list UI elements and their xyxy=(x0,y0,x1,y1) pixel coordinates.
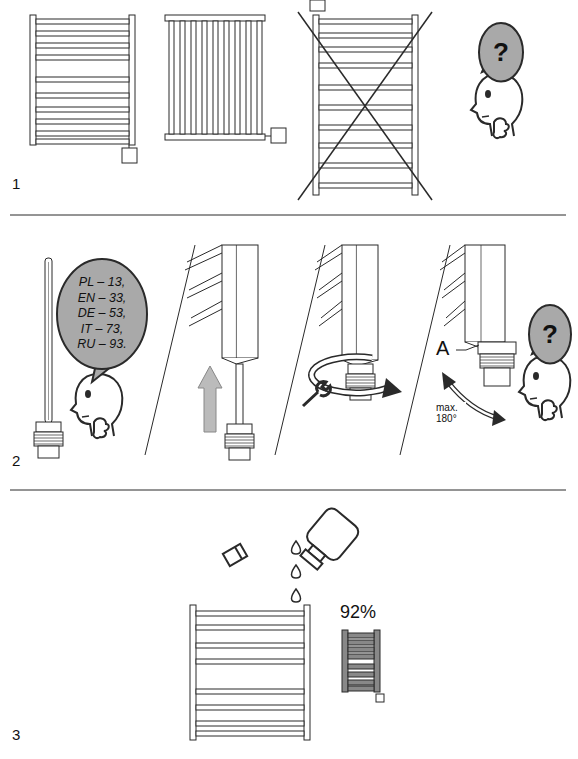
part-letter: A xyxy=(436,337,449,359)
wrench-symbol xyxy=(303,382,330,406)
section-divider xyxy=(10,490,566,491)
towel-radiator xyxy=(190,605,310,740)
thinking-face xyxy=(519,356,570,420)
towel-radiator xyxy=(30,15,135,145)
section-number: 1 xyxy=(12,176,20,193)
oil-drop xyxy=(292,565,301,578)
section-number: 2 xyxy=(12,453,20,470)
heater-stem xyxy=(129,145,130,148)
cross-line xyxy=(298,12,432,200)
fill-level: 92% xyxy=(340,603,376,623)
arrow-head xyxy=(442,372,456,390)
arrow-head xyxy=(492,410,506,426)
bubble-text: ? xyxy=(493,36,509,69)
leader-line xyxy=(456,345,479,350)
heater-box xyxy=(310,0,325,11)
heating-element xyxy=(45,258,52,423)
nut-fitting xyxy=(478,342,516,386)
bubble-text: ? xyxy=(542,318,558,351)
threaded-fitting xyxy=(34,422,63,458)
arrow-head xyxy=(382,378,402,398)
section-number: 3 xyxy=(12,727,20,744)
oil-drop xyxy=(292,541,301,554)
heater-box xyxy=(122,148,137,163)
angle-note: max. 180° xyxy=(436,402,466,424)
cross-line xyxy=(298,12,432,200)
heating-element xyxy=(236,364,243,426)
valve-cap xyxy=(223,544,247,566)
push-arrow xyxy=(198,366,222,432)
threaded-fitting xyxy=(225,424,254,460)
speech-bubble: ? xyxy=(478,22,524,83)
thinking-face xyxy=(71,374,122,438)
speech-bubble: PL – 13, EN – 33, DE – 53, IT – 73, RU –… xyxy=(56,258,148,370)
heater-box xyxy=(376,694,384,702)
oil-drop xyxy=(292,589,301,602)
oil-bottle xyxy=(294,505,362,575)
speech-bubble: ? xyxy=(528,304,572,365)
section-divider xyxy=(10,215,566,216)
radiator-corner xyxy=(275,245,378,455)
bubble-text: PL – 13, EN – 33, DE – 53, IT – 73, RU –… xyxy=(71,275,133,353)
column-radiator xyxy=(165,15,265,140)
thinking-face xyxy=(471,74,522,138)
filled-radiator xyxy=(342,630,380,692)
radiator-corner xyxy=(145,245,258,455)
heater-stem xyxy=(265,136,271,137)
heater-box xyxy=(271,128,286,143)
